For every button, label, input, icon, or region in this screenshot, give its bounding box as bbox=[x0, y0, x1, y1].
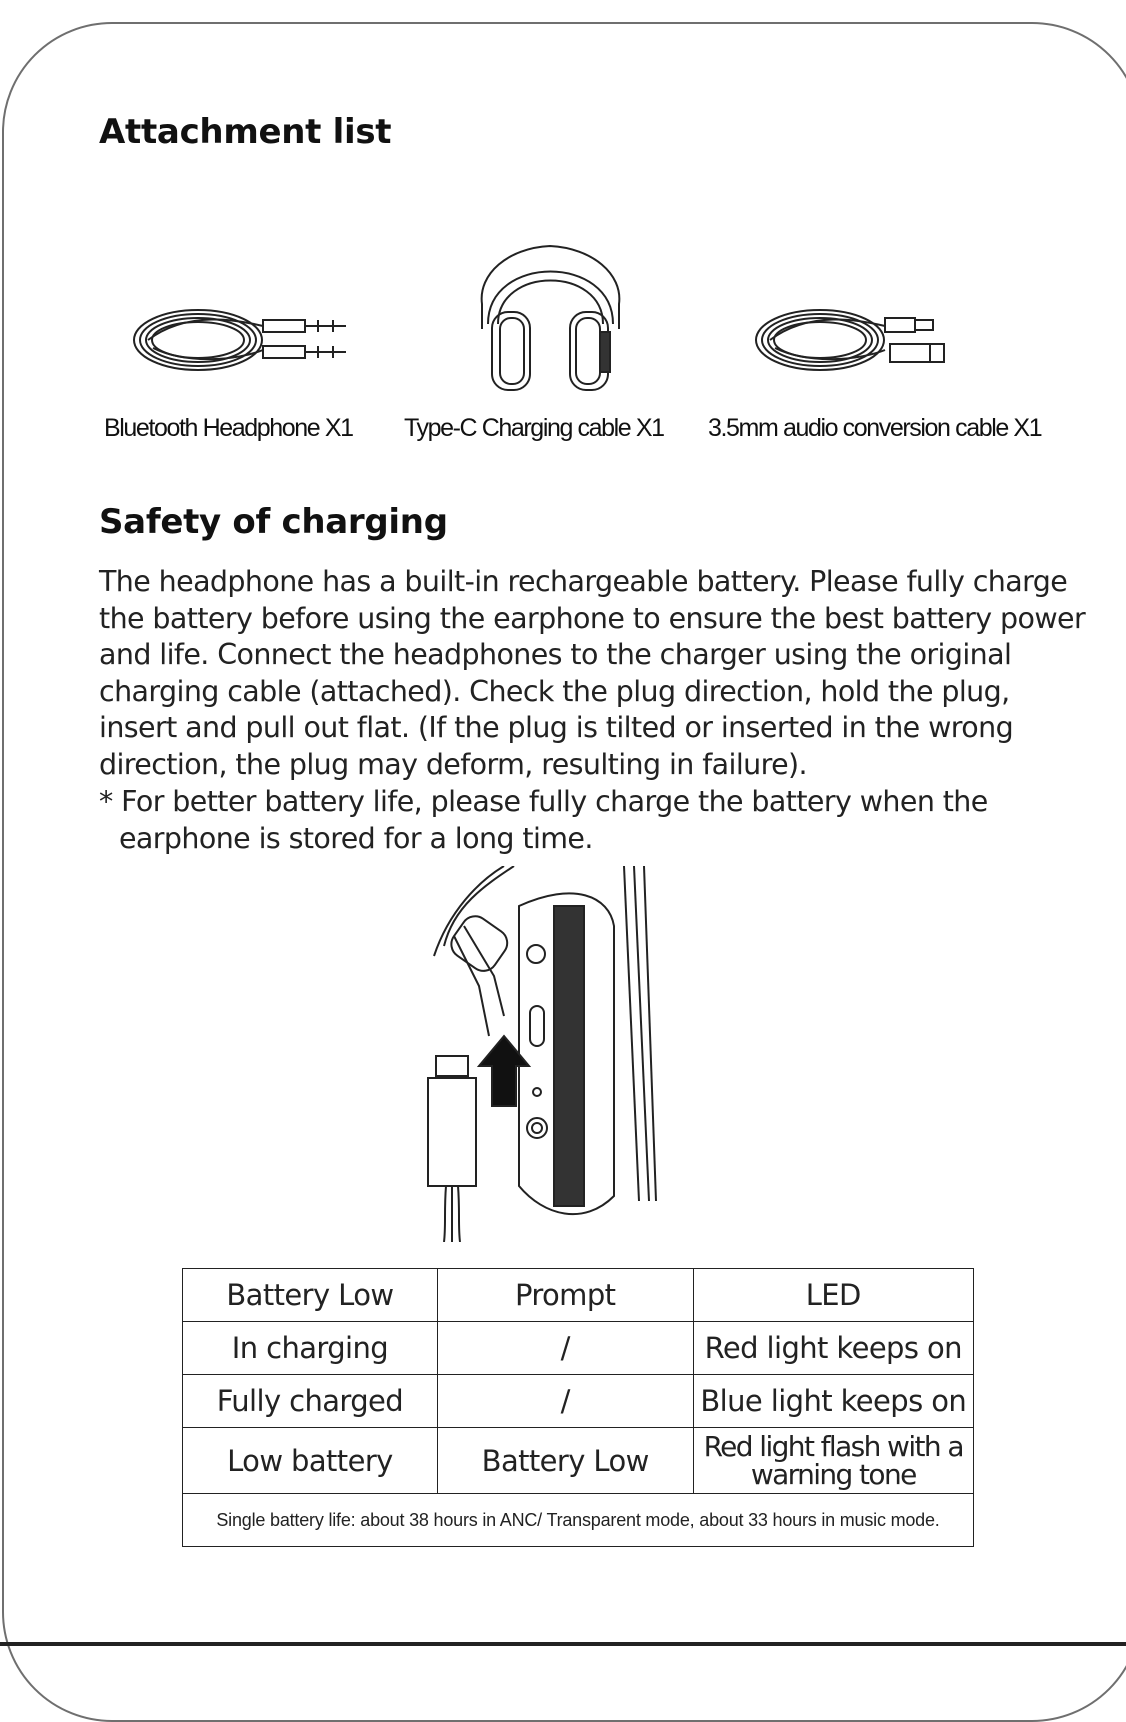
safety-paragraph: The headphone has a built-in rechargeabl… bbox=[99, 565, 1086, 781]
table-cell: Battery Low bbox=[436, 1427, 694, 1494]
charging-status-table: Battery Low Prompt LED In charging / Red… bbox=[182, 1268, 975, 1547]
table-header-cell: Battery Low bbox=[182, 1268, 438, 1322]
table-header-cell: LED bbox=[692, 1268, 975, 1322]
attachment-list-title: Attachment list bbox=[99, 112, 392, 152]
table-row: Fully charged / Blue light keeps on bbox=[182, 1374, 975, 1428]
charging-illustration bbox=[427, 866, 657, 1242]
safety-body: The headphone has a built-in rechargeabl… bbox=[99, 564, 1089, 784]
attachment-caption-audio: 3.5mm audio conversion cable X1 bbox=[708, 414, 1043, 442]
headphone-illustration bbox=[480, 244, 621, 391]
table-cell: Low battery bbox=[182, 1427, 438, 1494]
table-cell: Red light flash with a warning tone bbox=[692, 1427, 975, 1494]
table-header-row: Battery Low Prompt LED bbox=[182, 1268, 975, 1322]
table-cell: Blue light keeps on bbox=[692, 1374, 975, 1428]
safety-note: * For better battery life, please fully … bbox=[99, 785, 988, 855]
attachment-caption-typec: Type-C Charging cable X1 bbox=[404, 414, 665, 442]
audio-cable-illustration bbox=[133, 309, 346, 371]
table-cell: / bbox=[436, 1374, 694, 1428]
table-row: Low battery Battery Low Red light flash … bbox=[182, 1427, 975, 1494]
table-cell: In charging bbox=[182, 1321, 438, 1375]
page-bottom-edge bbox=[0, 1642, 1126, 1646]
battery-life-note: Single battery life: about 38 hours in A… bbox=[182, 1493, 974, 1547]
table-row: In charging / Red light keeps on bbox=[182, 1321, 975, 1375]
attachment-caption-headphone: Bluetooth Headphone X1 bbox=[104, 414, 354, 442]
table-cell: / bbox=[436, 1321, 694, 1375]
table-footer-row: Single battery life: about 38 hours in A… bbox=[182, 1493, 974, 1547]
safety-of-charging-title: Safety of charging bbox=[99, 502, 448, 542]
typec-cable-illustration bbox=[755, 309, 945, 371]
table-cell: Red light keeps on bbox=[692, 1321, 975, 1375]
table-header-cell: Prompt bbox=[436, 1268, 694, 1322]
table-cell: Fully charged bbox=[182, 1374, 438, 1428]
